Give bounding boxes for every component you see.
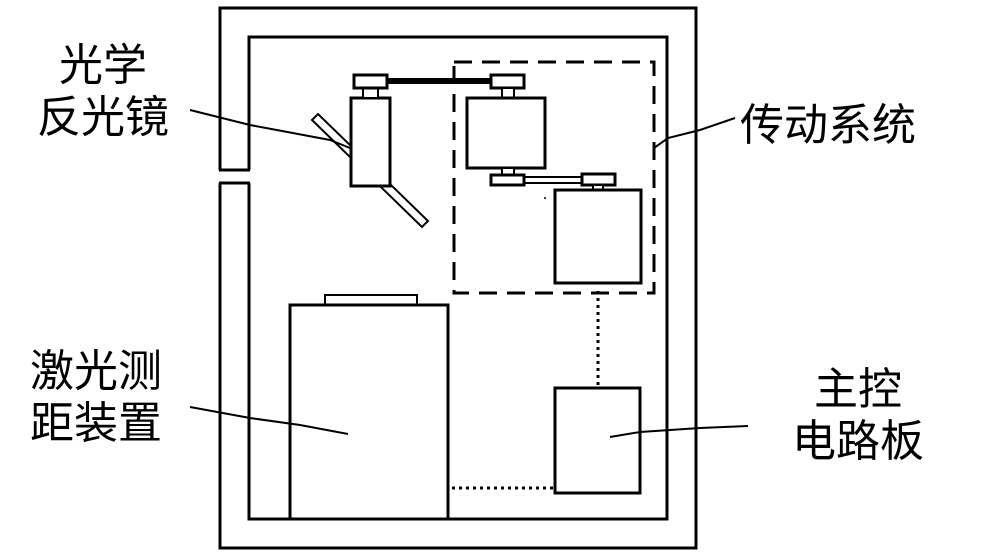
label-transmission-system: 传动系统	[740, 100, 916, 152]
laser-rangefinder	[288, 294, 450, 521]
label-optical-mirror-line1: 光学	[59, 40, 147, 91]
transmission-system-box	[452, 60, 656, 295]
leader-line-transmission	[653, 117, 736, 149]
upper-gearbox	[465, 73, 547, 187]
label-transmission-system-line1: 传动系统	[740, 100, 916, 151]
label-optical-mirror-line2: 反光镜	[37, 92, 169, 143]
label-laser-rangefinder-line1: 激光测	[30, 346, 162, 397]
label-main-control-board: 主控 电路板	[768, 364, 948, 468]
label-laser-rangefinder-line2: 距装置	[30, 398, 162, 449]
label-laser-rangefinder: 激光测 距装置	[6, 346, 186, 450]
main-control-board	[553, 386, 642, 495]
mirror-drive-column	[349, 73, 392, 188]
label-main-control-board-line2: 电路板	[792, 416, 924, 467]
inner-housing	[247, 35, 669, 521]
leader-line-laser	[189, 406, 349, 435]
label-optical-mirror: 光学 反光镜	[8, 40, 198, 144]
drive-motor	[553, 172, 643, 285]
leader-line-mirror	[189, 109, 351, 149]
lower-drive-belt	[524, 176, 582, 184]
leader-line-board	[609, 425, 749, 438]
label-main-control-board-line1: 主控	[814, 364, 902, 415]
outer-housing	[218, 6, 698, 550]
